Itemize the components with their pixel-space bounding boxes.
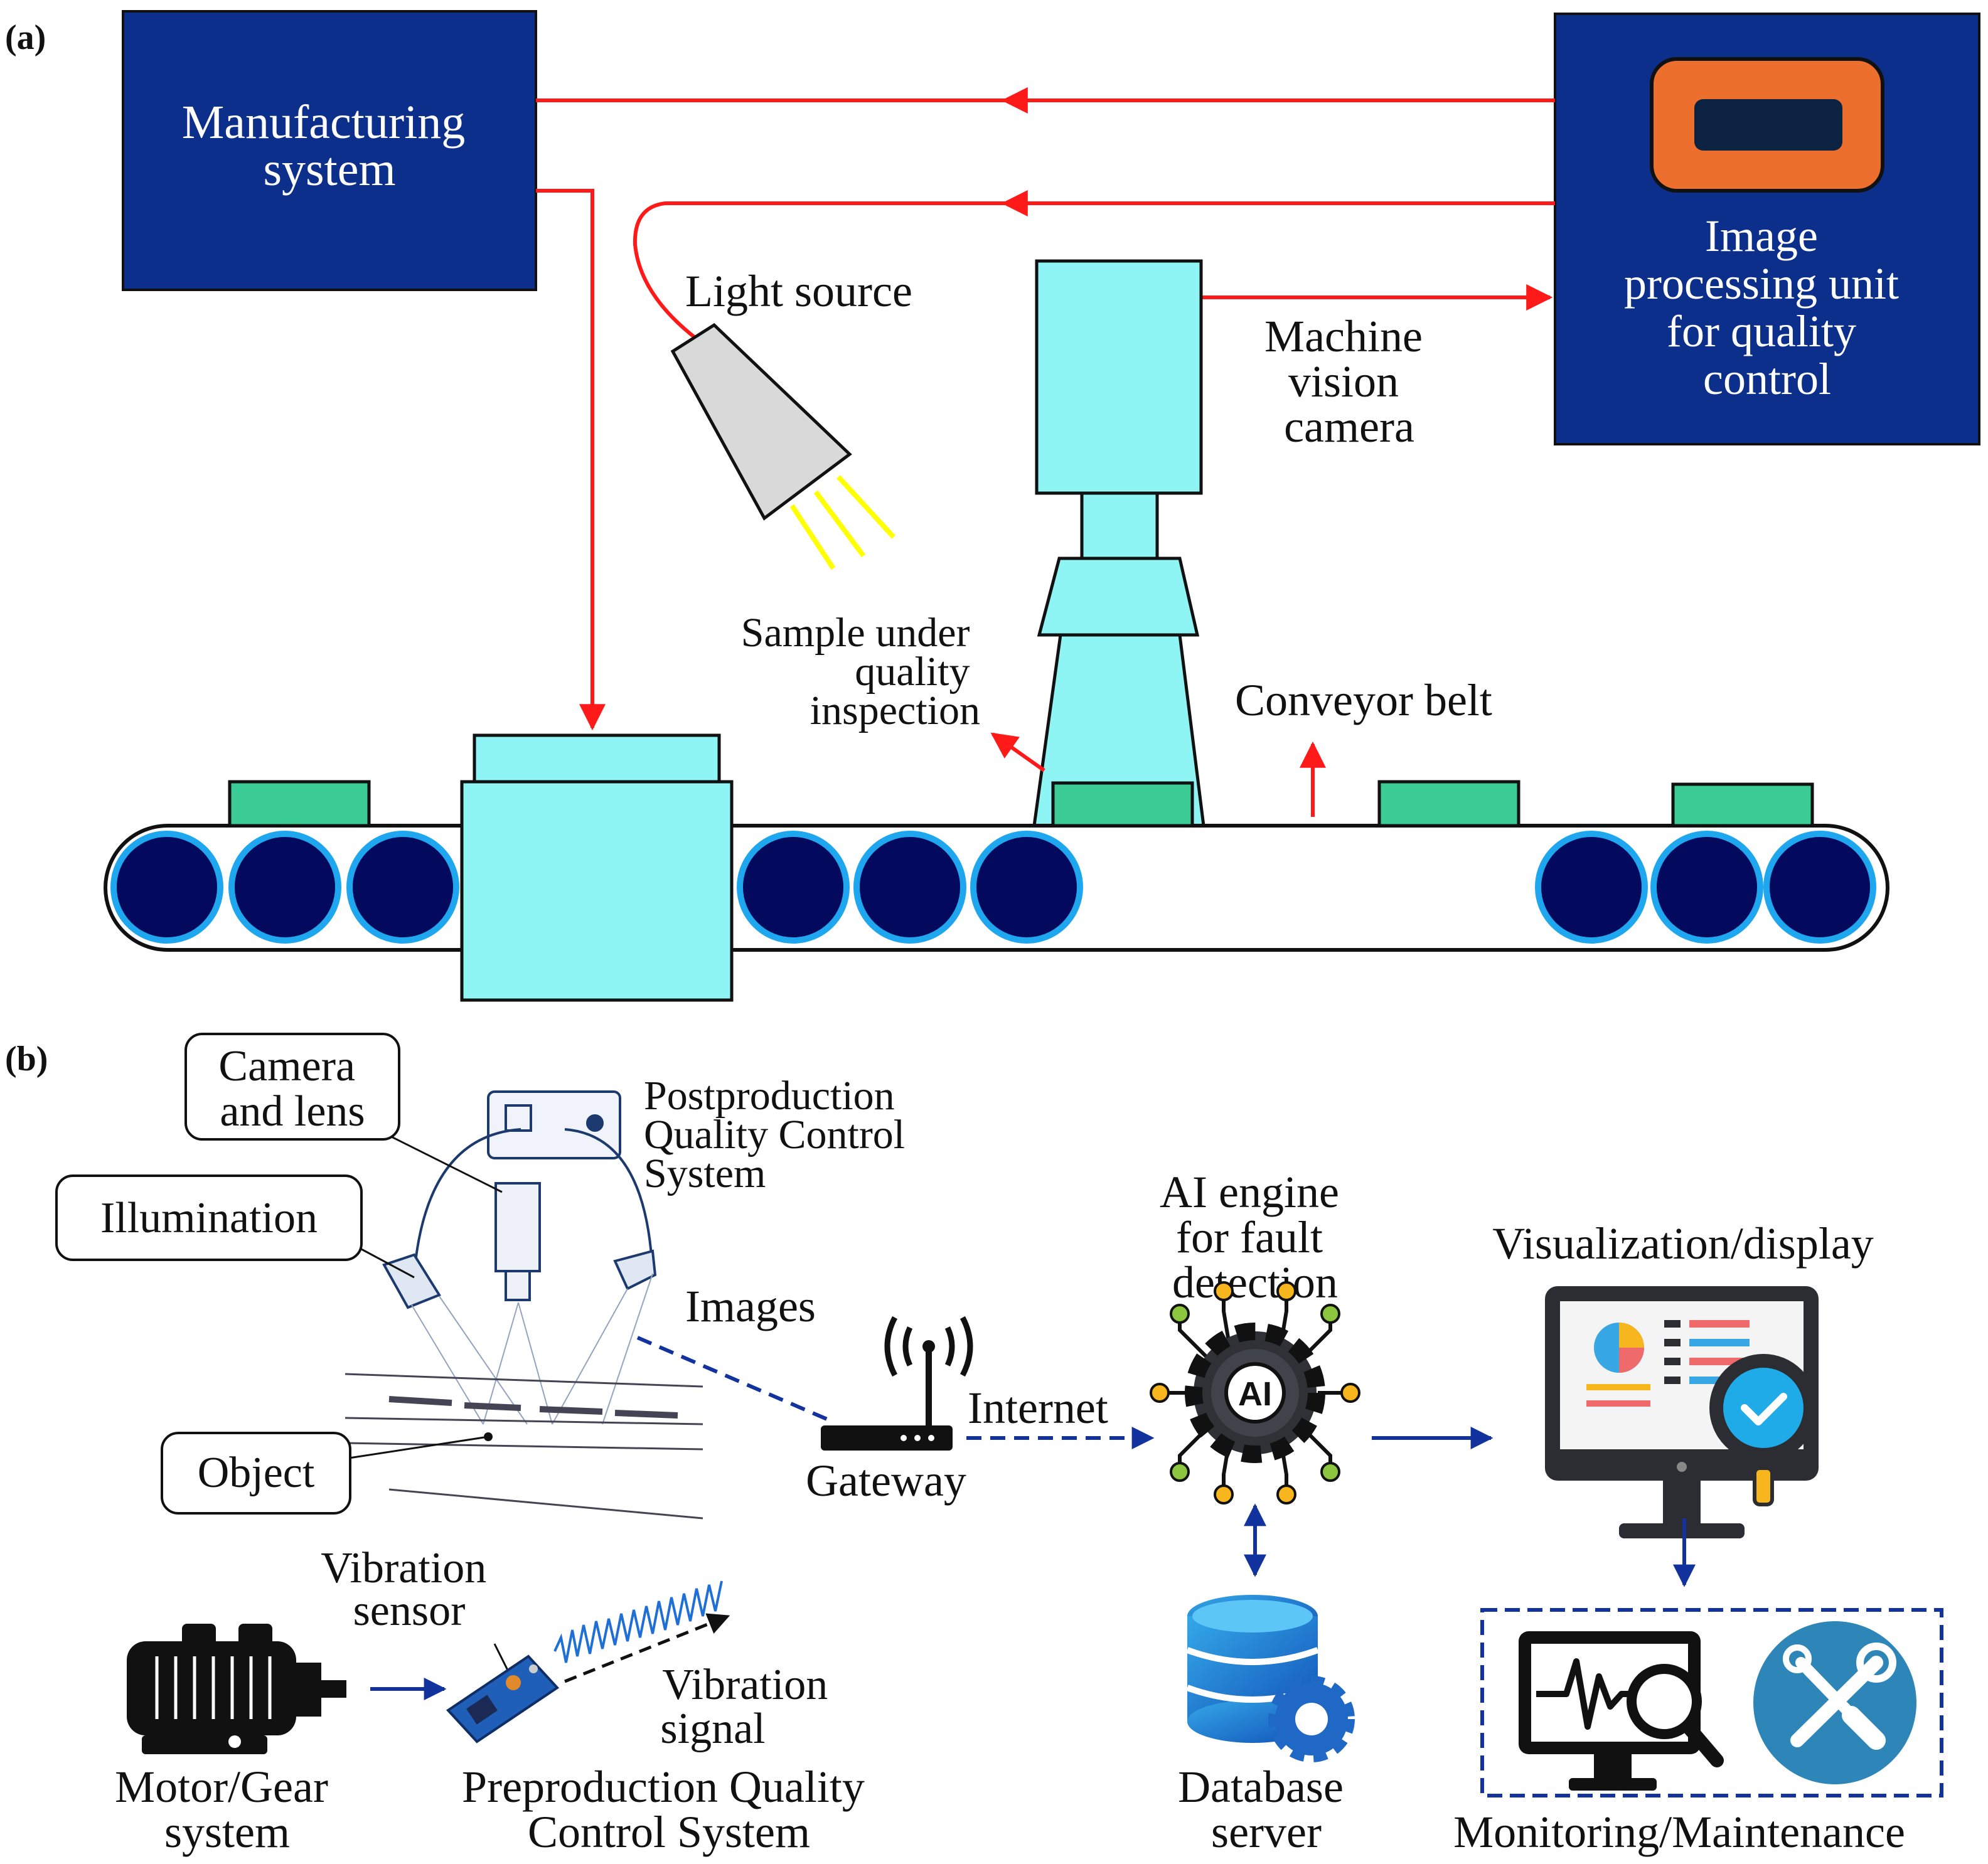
roller: [1650, 831, 1763, 944]
object-label: Object: [198, 1449, 315, 1497]
gateway-label: Gateway: [806, 1456, 966, 1506]
product-item: [1377, 780, 1520, 828]
manufacturing-system-box: Manufacturing system: [122, 10, 537, 291]
camera-lens-callout: Camera and lens: [184, 1033, 503, 1193]
check-magnifier-icon: [1709, 1354, 1817, 1506]
machine-vision-camera-label: Machine vision camera: [1264, 311, 1434, 452]
object-callout: Object: [161, 1432, 489, 1515]
roller: [346, 831, 459, 944]
roller: [970, 831, 1083, 944]
control-connections: [536, 87, 1555, 731]
ai-gear-icon: AI: [1150, 1281, 1360, 1505]
panel-b-label: (b): [5, 1040, 48, 1078]
illumination-label: Illumination: [100, 1194, 318, 1242]
image-processing-unit-label: Image processing unit for quality contro…: [1624, 211, 1910, 404]
monitoring-box: [1480, 1608, 1943, 1797]
light-source-label: Light source: [685, 266, 912, 316]
panel-a-label: (a): [5, 18, 46, 57]
roller: [737, 831, 850, 944]
internet-label: Internet: [968, 1383, 1108, 1433]
monitoring-label: Monitoring/Maintenance: [1453, 1807, 1905, 1857]
postproduction-label: Postproduction Quality Control System: [644, 1073, 916, 1196]
roller: [1535, 831, 1648, 944]
roller: [1763, 831, 1876, 944]
motor-icon: [127, 1624, 346, 1754]
database-icon: [1186, 1595, 1319, 1743]
sample-label: Sample under quality inspection: [741, 610, 980, 733]
conveyor-belt-label: Conveyor belt: [1235, 675, 1492, 725]
images-label: Images: [685, 1281, 816, 1331]
product-item: [1051, 781, 1194, 828]
product-item: [1671, 782, 1814, 828]
vibration-sensor-label: Vibration sensor: [321, 1544, 498, 1635]
settings-gear-icon: [1268, 1676, 1355, 1762]
processing-station: [460, 733, 734, 1002]
machine-vision-camera: [1032, 259, 1205, 828]
visualization-label: Visualization/display: [1492, 1218, 1874, 1269]
image-processing-unit-box: Image processing unit for quality contro…: [1554, 13, 1980, 445]
images-link: [636, 1336, 828, 1421]
roller: [228, 831, 341, 944]
light-source: [670, 322, 895, 570]
database-server-label: Database server: [1178, 1762, 1355, 1857]
preproduction-label: Preproduction Quality Control System: [462, 1762, 876, 1857]
vibration-waveform: [553, 1580, 723, 1663]
sample-arrow: [990, 732, 1045, 772]
product-item: [228, 780, 371, 828]
camera-lens-label: Camera and lens: [218, 1042, 366, 1136]
illumination-callout: Illumination: [55, 1174, 415, 1279]
monitor-search-icon: [1519, 1631, 1724, 1791]
motor-gear-label: Motor/Gear system: [115, 1762, 339, 1857]
wrench-screwdriver-icon: [1753, 1621, 1916, 1784]
manufacturing-system-label: Manufacturing system: [182, 96, 478, 196]
vibration-signal-arrow: [564, 1613, 730, 1683]
router-icon: [821, 1316, 973, 1451]
ai-engine-label: AI engine for fault detection: [1160, 1167, 1350, 1307]
ai-badge-text: AI: [1238, 1375, 1272, 1413]
roller: [853, 831, 966, 944]
vibration-sensor-icon: [446, 1654, 560, 1744]
roller: [110, 831, 223, 944]
vibration-signal-label: Vibration signal: [660, 1661, 838, 1753]
conveyor-rollers: [110, 831, 1876, 944]
products: [228, 780, 1814, 828]
